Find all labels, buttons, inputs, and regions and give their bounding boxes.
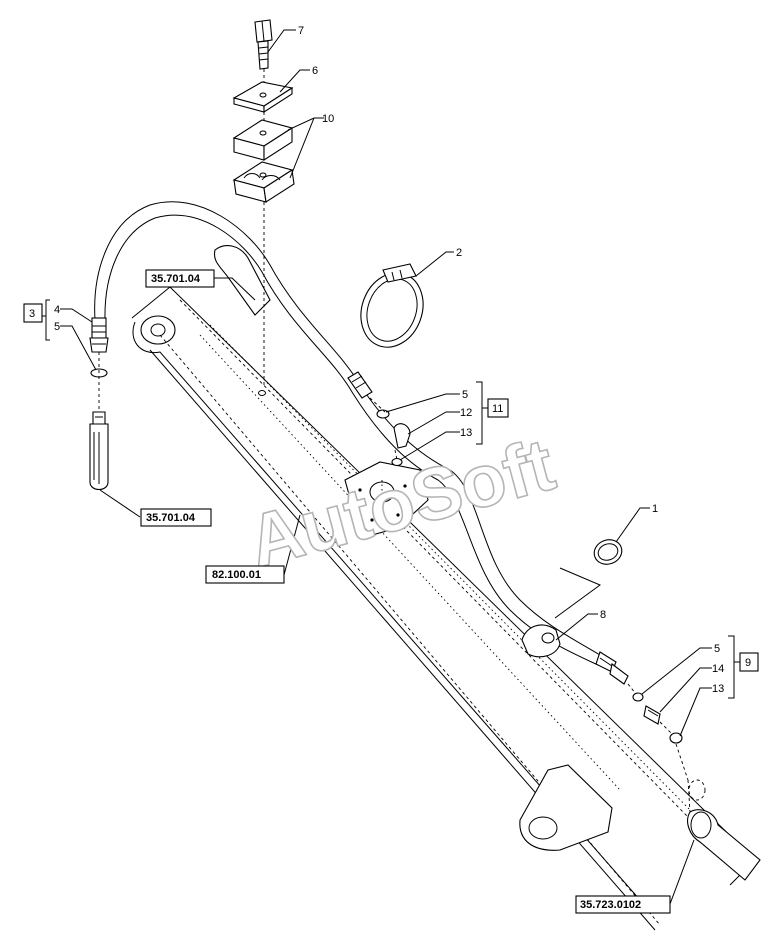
callout-12: 12 bbox=[460, 407, 472, 419]
reference-frame-label: 82.100.01 bbox=[212, 569, 261, 581]
reference-bottom-right-label: 35.723.0102 bbox=[580, 899, 641, 911]
boom-arm-icon bbox=[131, 245, 761, 931]
hose-clamp-icon bbox=[593, 539, 623, 565]
callout-7: 7 bbox=[298, 25, 304, 37]
clamp-block-icon bbox=[521, 567, 602, 658]
fitting-icon bbox=[595, 651, 689, 781]
fitting-icon bbox=[347, 371, 411, 467]
callout-4: 4 bbox=[54, 304, 60, 316]
callout-10: 10 bbox=[322, 113, 334, 125]
callout-13-mid: 13 bbox=[460, 427, 472, 439]
reference-frame[interactable]: 82.100.01 bbox=[205, 565, 285, 584]
group-box-right-label: 9 bbox=[745, 657, 751, 669]
reference-bottom-right[interactable]: 35.723.0102 bbox=[575, 895, 671, 914]
group-box-mid: 11 bbox=[487, 398, 509, 418]
bolt-icon bbox=[254, 19, 273, 70]
callout-14: 14 bbox=[712, 663, 724, 675]
callout-6: 6 bbox=[312, 65, 318, 77]
hose-clamp-icon bbox=[360, 263, 424, 348]
callout-8: 8 bbox=[600, 609, 606, 621]
callout-5-right: 5 bbox=[714, 643, 720, 655]
plate-icon bbox=[232, 81, 294, 114]
callout-13-right: 13 bbox=[712, 683, 724, 695]
leader-lines bbox=[42, 29, 740, 905]
clamp-block-icon bbox=[232, 119, 295, 203]
fitting-icon bbox=[89, 411, 109, 491]
group-box-mid-label: 11 bbox=[492, 403, 503, 415]
reference-bottom-left-label: 35.701.04 bbox=[146, 512, 196, 524]
reference-bottom-left[interactable]: 35.701.04 bbox=[140, 508, 212, 527]
reference-top-left[interactable]: 35.701.04 bbox=[145, 269, 215, 288]
group-box-left: 3 bbox=[23, 303, 43, 323]
callout-1: 1 bbox=[652, 503, 658, 515]
group-box-right: 9 bbox=[739, 652, 759, 672]
callout-5-mid: 5 bbox=[462, 389, 468, 401]
fitting-icon bbox=[89, 317, 109, 353]
group-box-left-label: 3 bbox=[29, 308, 35, 320]
callout-5-left: 5 bbox=[54, 321, 60, 333]
callout-numbers: 7 6 10 2 4 5 5 12 13 1 8 5 14 13 bbox=[54, 25, 724, 695]
callout-2: 2 bbox=[456, 247, 462, 259]
reference-top-left-label: 35.701.04 bbox=[151, 273, 201, 285]
